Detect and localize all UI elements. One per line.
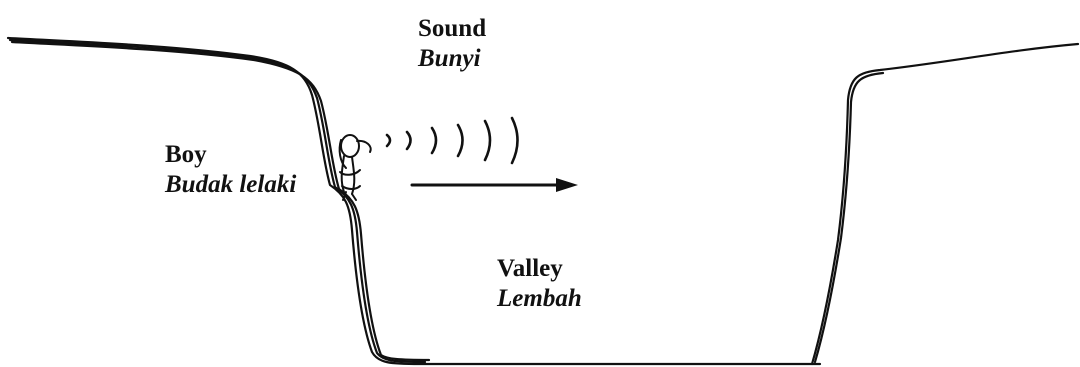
valley-label-malay: Lembah bbox=[497, 285, 582, 312]
valley-outline-right bbox=[810, 42, 1080, 366]
arrow-right-icon bbox=[410, 178, 578, 192]
sound-label-english: Sound bbox=[418, 15, 487, 42]
sound-waves-icon bbox=[385, 116, 519, 165]
valley-label-english: Valley bbox=[497, 255, 563, 282]
boy-label: Boy Budak lelaki bbox=[165, 140, 296, 200]
sound-label: Sound Bunyi bbox=[418, 14, 486, 74]
valley-label: Valley Lembah bbox=[497, 254, 582, 314]
boy-label-english: Boy bbox=[165, 141, 207, 168]
boy-figure-icon bbox=[338, 134, 372, 201]
valley-outline-left bbox=[6, 36, 822, 366]
boy-label-malay: Budak lelaki bbox=[165, 171, 297, 198]
sound-label-malay: Bunyi bbox=[418, 45, 481, 72]
